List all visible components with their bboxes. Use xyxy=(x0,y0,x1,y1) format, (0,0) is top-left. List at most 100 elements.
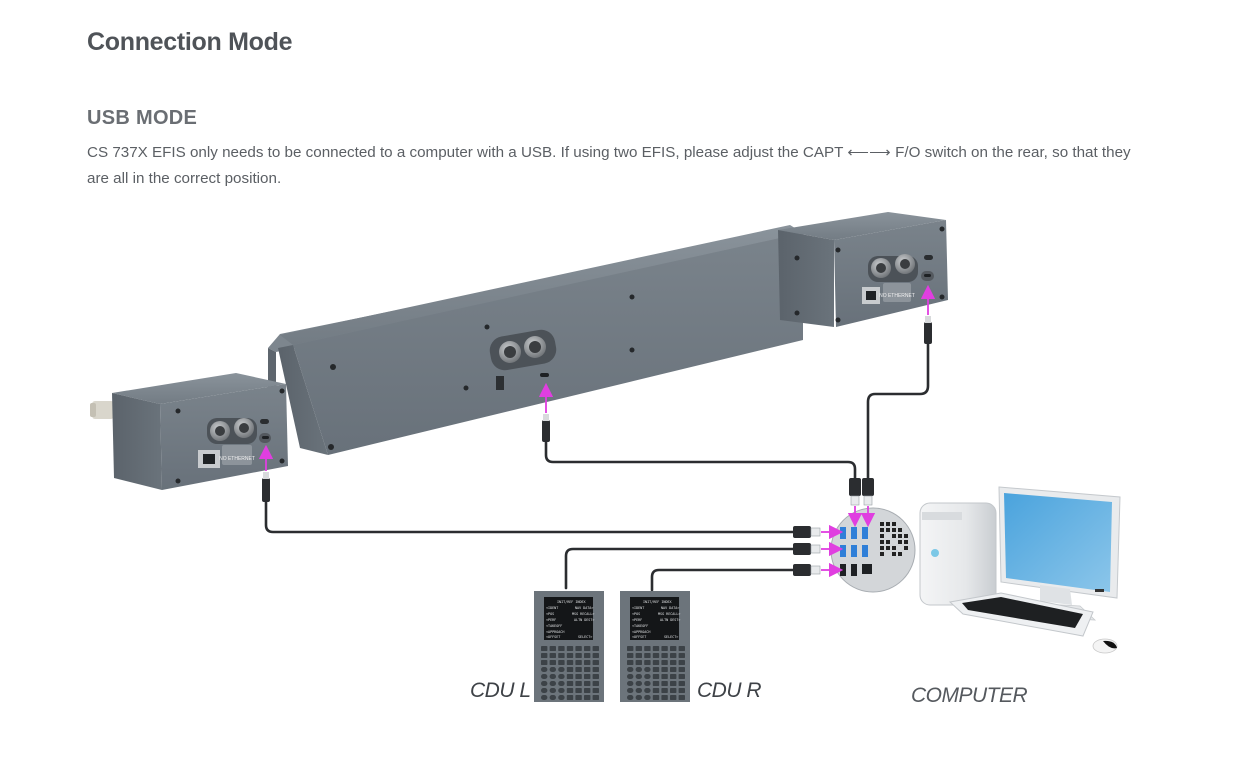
cdu-key xyxy=(644,653,651,658)
cdu-key xyxy=(670,653,677,658)
cdu-rsk-6: SELECT> xyxy=(664,635,678,639)
cdu-key xyxy=(575,646,582,651)
cdu-key xyxy=(661,667,668,672)
cdu-key xyxy=(558,653,565,658)
cdu-key xyxy=(584,688,591,693)
efis-right-unit: NO ETHERNET xyxy=(778,212,948,327)
cdu-key xyxy=(670,660,677,665)
cdu-key xyxy=(635,674,642,679)
cdu-key xyxy=(661,695,668,700)
cdu-key xyxy=(627,695,634,700)
cdu-key xyxy=(566,674,574,679)
cdu-key xyxy=(661,674,668,679)
computer-label: COMPUTER xyxy=(911,684,1028,707)
cdu-rsk-6: SELECT> xyxy=(578,635,592,639)
cdu-key xyxy=(566,695,574,700)
usb-a-plugs xyxy=(793,478,874,576)
cdu-key xyxy=(670,681,677,686)
cdu-key xyxy=(627,688,634,693)
cdu-key xyxy=(549,660,556,665)
cdu-lsk-5: <APPROACH xyxy=(632,630,650,634)
cdu-key xyxy=(549,674,556,679)
cdu-key xyxy=(635,660,642,665)
cdu-key xyxy=(678,681,685,686)
cdu-lsk-2: <POS xyxy=(546,612,554,616)
no-ethernet-marking-right: NO ETHERNET xyxy=(879,293,915,299)
cdu-lsk-2: <POS xyxy=(632,612,640,616)
cdu-key xyxy=(558,646,565,651)
cdu-key xyxy=(652,674,660,679)
cdu-key xyxy=(678,695,685,700)
cdu-left: INIT/REF INDEX <IDENT <POS <PERF <TAKEOF… xyxy=(534,591,604,702)
connection-diagram: NO ETHERNET NO ETHERNET xyxy=(90,212,1121,702)
computer-illustration xyxy=(919,486,1121,654)
cdu-key xyxy=(644,688,651,693)
cdu-key xyxy=(566,667,574,672)
cdu-key xyxy=(592,653,599,658)
cdu-key xyxy=(584,646,591,651)
cdu-key xyxy=(575,660,582,665)
page-title: Connection Mode xyxy=(87,28,293,56)
section-heading: USB MODE xyxy=(87,107,198,129)
efis-main-unit xyxy=(268,225,803,455)
cdu-key xyxy=(661,681,668,686)
cdu-key xyxy=(678,674,685,679)
cdu-key xyxy=(644,674,651,679)
cdu-screen-title: INIT/REF INDEX xyxy=(557,600,587,604)
section-description: CS 737X EFIS only needs to be connected … xyxy=(87,144,1131,187)
cdu-key xyxy=(541,646,548,651)
cdu-lsk-6: <OFFSET xyxy=(632,635,646,639)
connection-arrows xyxy=(258,284,936,578)
cdu-key xyxy=(644,646,651,651)
cdu-left-label: CDU L xyxy=(470,679,531,702)
cable-left-efis xyxy=(264,498,795,534)
usb-c-plugs xyxy=(262,316,932,502)
cdu-key xyxy=(549,681,556,686)
cdu-key xyxy=(592,681,599,686)
cdu-key xyxy=(575,695,582,700)
cdu-key xyxy=(592,695,599,700)
no-ethernet-marking-left: NO ETHERNET xyxy=(219,456,255,462)
cdu-key xyxy=(541,695,548,700)
cdu-key xyxy=(575,681,582,686)
cdu-key xyxy=(652,681,660,686)
cdu-key xyxy=(549,688,556,693)
cdu-key xyxy=(592,667,599,672)
cdu-rsk-2: MSG RECALL> xyxy=(658,612,680,616)
cdu-key xyxy=(670,667,677,672)
cdu-key xyxy=(661,646,668,651)
cdu-lsk-1: <IDENT xyxy=(546,606,558,610)
cdu-rsk-3: ALTN DEST> xyxy=(574,618,594,622)
cdu-key xyxy=(566,681,574,686)
cdu-key xyxy=(627,681,634,686)
cdu-key xyxy=(627,660,634,665)
cdu-key xyxy=(541,667,548,672)
cdu-key xyxy=(635,681,642,686)
cdu-key xyxy=(584,660,591,665)
cdu-key xyxy=(652,695,660,700)
cdu-key xyxy=(558,660,565,665)
cdu-lsk-4: <TAKEOFF xyxy=(632,624,648,628)
cdu-key xyxy=(652,667,660,672)
cdu-key xyxy=(627,653,634,658)
cdu-key xyxy=(566,653,574,658)
cdu-key xyxy=(678,646,685,651)
cdu-key xyxy=(592,646,599,651)
cdu-right: INIT/REF INDEX <IDENT <POS <PERF <TAKEOF… xyxy=(620,591,690,702)
cdu-key xyxy=(635,653,642,658)
cdu-key xyxy=(566,660,574,665)
cdu-key xyxy=(644,681,651,686)
cdu-key xyxy=(541,681,548,686)
cdu-key xyxy=(627,646,634,651)
cdu-key xyxy=(541,660,548,665)
cdu-key xyxy=(670,688,677,693)
cdu-key xyxy=(558,667,565,672)
cdu-key xyxy=(558,674,565,679)
cdu-key xyxy=(584,681,591,686)
cable-main-efis xyxy=(544,438,857,480)
usb-cables xyxy=(264,341,930,592)
cdu-key xyxy=(566,646,574,651)
cdu-key xyxy=(549,653,556,658)
cdu-lsk-4: <TAKEOFF xyxy=(546,624,562,628)
cdu-key xyxy=(670,646,677,651)
